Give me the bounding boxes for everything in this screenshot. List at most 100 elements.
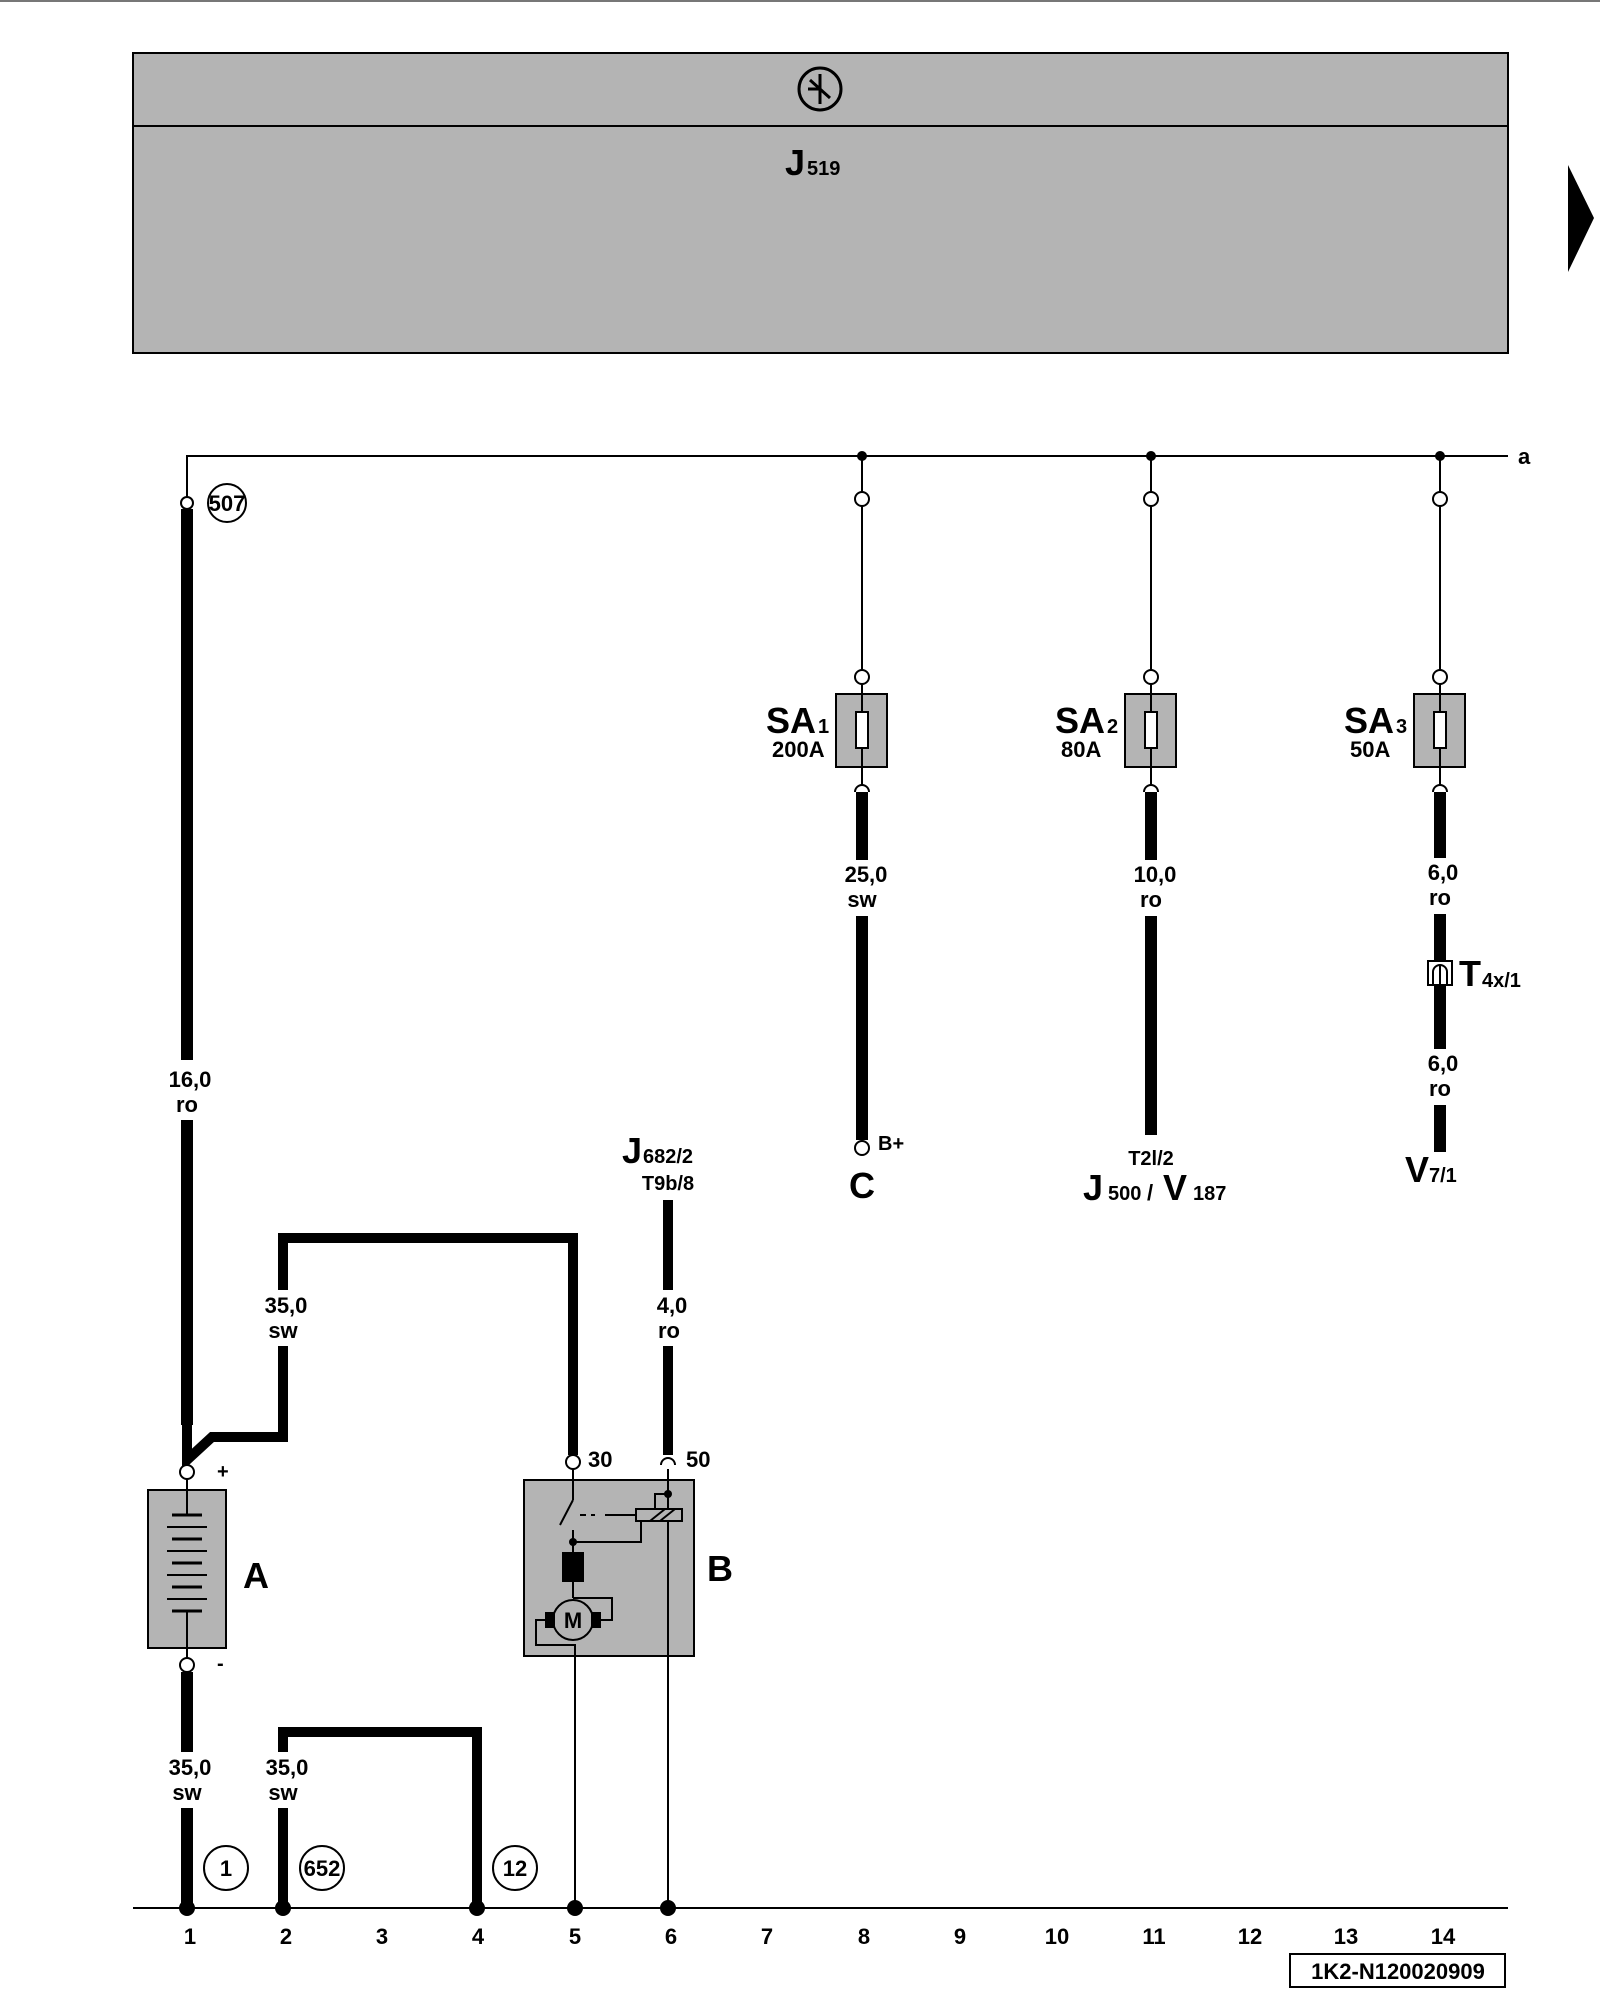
battery-wire-color: ro <box>176 1092 198 1117</box>
ground2-wire-size: 35,0 <box>266 1755 309 1780</box>
fuse-sa2-wire-size: 10,0 <box>1134 862 1177 887</box>
fuse-sa3-rating: 50A <box>1350 737 1390 762</box>
column-number: 13 <box>1334 1924 1358 1949</box>
battery-plus-label: + <box>217 1461 229 1483</box>
connector-1-label: 1 <box>220 1856 232 1881</box>
motor-label: M <box>564 1608 582 1633</box>
signal-connector: T9b/8 <box>642 1173 694 1195</box>
fuse-sa2-dest-sub1: 500 <box>1108 1183 1141 1205</box>
signal-source-sub: 682/2 <box>643 1146 693 1168</box>
fuse-sa1-wire-size: 25,0 <box>845 862 888 887</box>
junction-dot <box>660 1900 676 1916</box>
ground-wire-size: 35,0 <box>169 1755 212 1780</box>
terminal-50-pin <box>660 1457 676 1466</box>
fuse-sa1-rating: 200A <box>772 737 825 762</box>
fuse-sa3-connector-sub: 4x/1 <box>1482 970 1521 992</box>
fuse-icon <box>1144 711 1158 749</box>
connector-pin <box>854 491 870 507</box>
signal-source-main: J <box>622 1130 642 1171</box>
battery-wire-size: 16,0 <box>169 1067 212 1092</box>
header-component-sub: 519 <box>807 158 840 180</box>
fuse-sa2-rating: 80A <box>1061 737 1101 762</box>
fuse-sa3-wire2-color: ro <box>1429 1076 1451 1101</box>
column-number: 14 <box>1431 1924 1456 1949</box>
fuse-sa1-end-terminal: B+ <box>878 1133 904 1155</box>
fuse-sa3-connector-main: T <box>1459 953 1481 994</box>
starter-component: 30 50 M <box>523 1447 733 1908</box>
battery-minus-terminal <box>179 1657 195 1673</box>
battery-label: A <box>243 1555 269 1596</box>
fuse-sa2-wire-color: ro <box>1140 887 1162 912</box>
connector-pin <box>180 496 194 510</box>
fuse-sa1-name-sub: 1 <box>818 716 829 738</box>
connector-pin <box>1143 669 1159 685</box>
field-winding-icon <box>562 1552 584 1582</box>
fuse-sa2-circuit: SA 2 80A 10,0 ro T2l/2 J 500 / V 187 <box>1055 456 1226 1208</box>
header-band: J 519 <box>132 52 1509 354</box>
connector-badge-12 <box>492 1845 538 1891</box>
junction-dot <box>179 1900 195 1916</box>
terminal-b-plus-pin <box>854 1140 870 1156</box>
fuse-sa1-wire-color: sw <box>847 887 877 912</box>
connector-badge-652 <box>299 1845 345 1891</box>
fuse-sa3-wire-size: 6,0 <box>1428 860 1459 885</box>
terminal-30-pin <box>565 1454 581 1470</box>
ground-wire-color: sw <box>172 1780 202 1805</box>
fuse-sa3-wire2-size: 6,0 <box>1428 1051 1459 1076</box>
connector-507-label: 507 <box>209 491 246 516</box>
fuse-sa2-dest-sub2: 187 <box>1193 1183 1226 1205</box>
reference-code: 1K2-N120020909 <box>1311 1959 1485 1984</box>
battery-plus-terminal <box>179 1464 195 1480</box>
column-number: 1 <box>184 1924 196 1949</box>
fuse-sa2-name-sub: 2 <box>1107 716 1118 738</box>
starter30-wire-size: 35,0 <box>265 1293 308 1318</box>
battery-main-wire: 507 16,0 ro 35,0 sw + <box>160 483 578 1483</box>
column-numbers: 1 2 3 4 5 6 7 8 9 10 11 12 13 14 <box>184 1924 1456 1949</box>
ground-rail <box>133 1900 1508 1916</box>
connector-badge-507 <box>207 483 247 523</box>
battery-minus-label: - <box>217 1653 224 1675</box>
column-number: 12 <box>1238 1924 1262 1949</box>
starter30-wire-color: sw <box>268 1318 298 1343</box>
connector-pin <box>854 669 870 685</box>
column-number: 11 <box>1142 1924 1165 1949</box>
terminal-30-label: 30 <box>588 1447 612 1472</box>
column-number: 9 <box>954 1924 966 1949</box>
column-number: 7 <box>761 1924 773 1949</box>
column-number: 4 <box>472 1924 485 1949</box>
ground2-wire-color: sw <box>268 1780 298 1805</box>
column-number: 6 <box>665 1924 677 1949</box>
reference-code-box: 1K2-N120020909 <box>1289 1953 1506 1988</box>
fuse-icon <box>855 711 869 749</box>
battery-cells-icon <box>167 1479 207 1660</box>
connector-pin <box>1432 491 1448 507</box>
fuse-sa3-wire-color: ro <box>1429 885 1451 910</box>
ground-symbol-icon <box>797 66 843 112</box>
column-number: 3 <box>376 1924 388 1949</box>
column-number: 8 <box>858 1924 870 1949</box>
triangle-right-icon[interactable] <box>1568 165 1594 272</box>
fuse-sa1-destination: C <box>849 1165 875 1206</box>
fuse-sa1-name-main: SA <box>766 700 816 741</box>
starter50-wire-size: 4,0 <box>657 1293 688 1318</box>
connector-badge-1 <box>203 1845 249 1891</box>
junction-dot <box>567 1900 583 1916</box>
column-number: 2 <box>280 1924 292 1949</box>
starter-internal-circuit: M <box>535 1469 683 1656</box>
fuse-icon <box>1433 711 1447 749</box>
fuse-sa3-circuit: SA 3 50A 6,0 ro T 4x/1 6,0 ro V 7/1 <box>1344 456 1521 1190</box>
motor-icon: M <box>545 1599 601 1641</box>
battery-component: A - <box>147 1479 269 1675</box>
column-number: 5 <box>569 1924 581 1949</box>
connector-pin <box>1432 669 1448 685</box>
battery-ground-wire: 35,0 sw 1 <box>158 1672 249 1908</box>
fuse-sa2-name-main: SA <box>1055 700 1105 741</box>
starter-signal-wire: J 682/2 T9b/8 4,0 ro <box>622 1130 698 1455</box>
connector-12-label: 12 <box>503 1856 527 1881</box>
connector-pin <box>1143 491 1159 507</box>
fuse-sa2-dest-sep: / <box>1147 1180 1153 1205</box>
ground-wire-2: 35,0 sw 652 12 <box>254 1727 538 1908</box>
inline-connector-icon <box>1427 960 1453 986</box>
starter50-wire-color: ro <box>658 1318 680 1343</box>
junction-dot <box>469 1900 485 1916</box>
